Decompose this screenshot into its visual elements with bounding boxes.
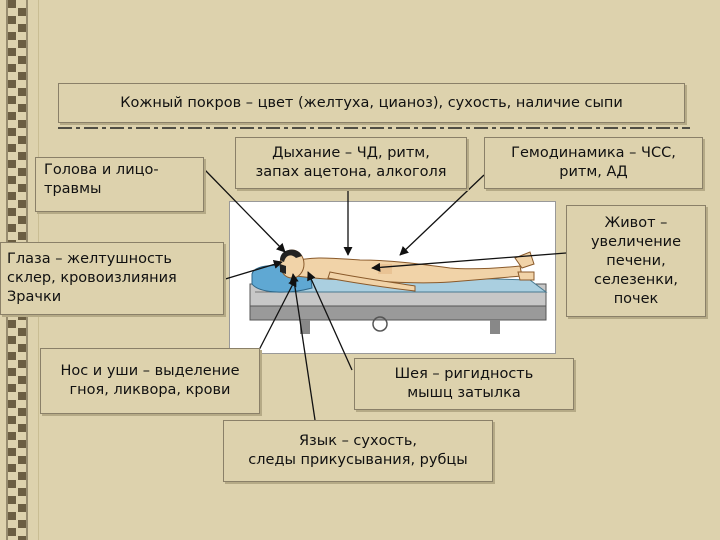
neck-label: Шея – ригидность мышц затылка bbox=[394, 366, 534, 401]
abdomen-label: Живот – увеличение печени, селезенки, по… bbox=[590, 214, 682, 307]
nose-label: Нос и уши – выделение гноя, ликвора, кро… bbox=[60, 363, 240, 398]
breath-label: Дыхание – ЧД, ритм, запах ацетона, алког… bbox=[255, 145, 447, 180]
nose-box: Нос и уши – выделение гноя, ликвора, кро… bbox=[40, 348, 260, 414]
breath-box: Дыхание – ЧД, ритм, запах ацетона, алког… bbox=[235, 137, 467, 189]
hemo-box: Гемодинамика – ЧСС, ритм, АД bbox=[484, 137, 703, 189]
neck-box: Шея – ригидность мышц затылка bbox=[354, 358, 574, 410]
patient-illustration bbox=[229, 201, 556, 354]
hemo-label: Гемодинамика – ЧСС, ритм, АД bbox=[511, 145, 676, 180]
eyes-label: Глаза – желтушность склер, кровоизлияния… bbox=[7, 251, 177, 305]
head-box: Голова и лицо- травмы bbox=[35, 157, 204, 212]
abdomen-box: Живот – увеличение печени, селезенки, по… bbox=[566, 205, 706, 317]
eyes-box: Глаза – желтушность склер, кровоизлияния… bbox=[0, 242, 224, 315]
skin-label: Кожный покров – цвет (желтуха, цианоз), … bbox=[120, 94, 623, 111]
skin-box: Кожный покров – цвет (желтуха, цианоз), … bbox=[58, 83, 685, 123]
tongue-box: Язык – сухость, следы прикусывания, рубц… bbox=[223, 420, 493, 482]
tongue-label: Язык – сухость, следы прикусывания, рубц… bbox=[248, 433, 468, 468]
head-label: Голова и лицо- травмы bbox=[44, 162, 159, 197]
